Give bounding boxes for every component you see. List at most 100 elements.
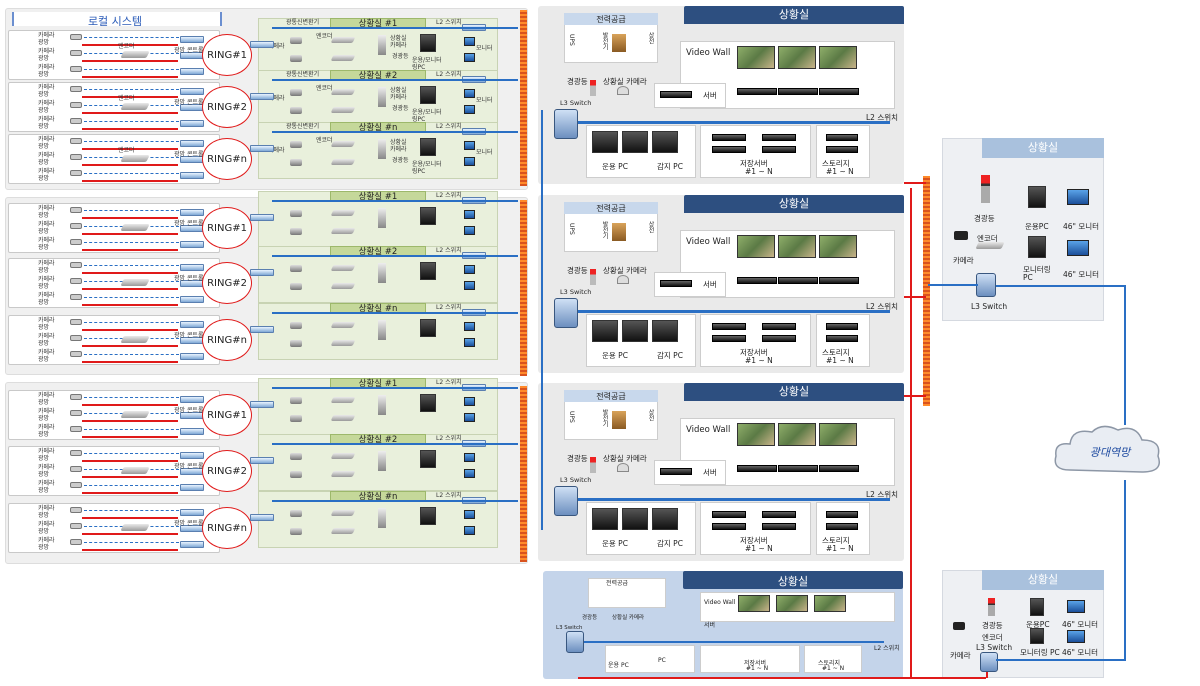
ring-row-camera-label: 카메라	[38, 521, 55, 528]
power-cabinet	[612, 34, 626, 52]
videowall-screen	[778, 235, 816, 258]
cr-dome-camera	[378, 395, 386, 415]
bottom-videowall-label: Video Wall	[704, 599, 736, 606]
storage-unit	[826, 511, 858, 518]
ring-row-light-label: 광망	[38, 71, 50, 78]
camera-icon	[70, 482, 82, 488]
light-link	[82, 148, 178, 150]
ring-row-light-label: 광망	[38, 244, 50, 251]
camera-icon	[70, 466, 82, 472]
optical-switch	[180, 452, 204, 459]
optical-switch	[180, 241, 204, 248]
cr-encoder-label: 엔코더	[316, 33, 333, 40]
cr-encoder	[330, 322, 356, 328]
cr-monitor-label: 모니터	[476, 149, 493, 156]
l2-label: L2 스위치	[866, 113, 899, 122]
cr-encoder	[330, 471, 356, 477]
bottom-storage-server-label: 저장서버	[744, 660, 767, 667]
camera-icon	[70, 523, 82, 529]
fiber-bar-3	[520, 386, 527, 562]
l3-label: L3 Switch	[560, 288, 592, 296]
ring-row-light-label: 광망	[38, 340, 50, 347]
bottom-l3-label: L3 Switch	[556, 625, 583, 631]
ring-row-light-label: 광망	[38, 107, 50, 114]
l3-switch[interactable]	[554, 298, 578, 328]
red-link-mid	[904, 296, 926, 298]
ring-circle: RING#2	[202, 86, 252, 128]
ring-circle: RING#2	[202, 450, 252, 492]
fiber-bar-2	[520, 200, 527, 376]
videowall-screen	[778, 423, 816, 446]
cr-device	[290, 55, 302, 62]
ring-row-camera-label: 카메라	[38, 424, 55, 431]
optical-switch	[180, 484, 204, 491]
cr-device	[290, 141, 302, 148]
camera-link	[84, 510, 179, 511]
ring-row-camera-label: 카메라	[38, 237, 55, 244]
l2-label: L2 스위치	[866, 302, 899, 311]
power-header	[564, 13, 658, 25]
cr-monitor-1	[464, 37, 475, 46]
bottom-l2-label: L2 스위치	[874, 645, 900, 652]
ring-row-camera-label: 카메라	[38, 32, 55, 39]
light-link	[82, 180, 178, 182]
videowall-dvr	[778, 277, 818, 284]
light-link	[82, 76, 178, 78]
bottom-storage-box	[804, 645, 862, 673]
ring-row-light-label: 광망	[38, 528, 50, 535]
right-top-monitor-2	[1067, 240, 1089, 256]
ring-row-camera-label: 카메라	[38, 333, 55, 340]
storage-server-unit	[712, 134, 746, 141]
optical-controller-label: 광망 콘트롤러	[174, 463, 210, 470]
converter-label: 광통신변환기	[286, 19, 320, 26]
local-system-title: 로컬 시스템	[87, 15, 143, 28]
l3-switch[interactable]	[554, 486, 578, 516]
camera-icon	[70, 262, 82, 268]
l3-switch[interactable]	[554, 109, 578, 139]
cr-l2-switch	[250, 269, 274, 276]
storage-label: 스토리지	[822, 536, 850, 545]
light-link	[82, 304, 178, 306]
cr-warning-label: 경광등	[392, 157, 409, 164]
storage-unit	[826, 335, 858, 342]
cr-monitor-label: 모니터	[476, 97, 493, 104]
storage-server-unit	[762, 146, 796, 153]
bottom-videowall-screen-3	[814, 595, 846, 612]
bottom-l3-switch[interactable]	[566, 631, 584, 653]
cr-encoder	[330, 283, 356, 289]
right-top-l3-label: L3 Switch	[971, 302, 1008, 311]
cr-l2-label: L2 스위치	[436, 123, 462, 130]
warning-label: 경광등	[567, 77, 588, 86]
wan-link-top	[1124, 285, 1126, 425]
camera-icon	[70, 394, 82, 400]
cr-backbone	[272, 131, 518, 133]
camera-link	[84, 89, 179, 90]
right-top-l3-switch[interactable]	[976, 273, 996, 297]
ring-circle: RING#2	[202, 262, 252, 304]
cr-monitor-1	[464, 89, 475, 98]
cr-monitor-2	[464, 413, 475, 422]
cr-backbone	[272, 312, 518, 314]
cr-monitor-2	[464, 469, 475, 478]
ring-row-camera-label: 카메라	[38, 292, 55, 299]
generator-label: 발전기	[601, 221, 608, 239]
bottom-control-room-title: 상황실	[777, 575, 809, 588]
cr-dome-camera	[378, 508, 386, 528]
power-in-label: 상전	[647, 32, 654, 44]
workstation-pc	[652, 508, 678, 530]
cr-pc	[420, 450, 436, 468]
ring-row-camera-label: 카메라	[38, 349, 55, 356]
light-link	[82, 476, 178, 478]
ring-row-light-label: 광망	[38, 455, 50, 462]
cr-pc	[420, 319, 436, 337]
ops-pc-label: 운용 PC	[602, 351, 628, 360]
cr-warning-label: 경광등	[392, 105, 409, 112]
cr-encoder	[330, 141, 356, 147]
bottom-storage-range: #1 ~ N	[822, 665, 845, 672]
ring-row-camera-label: 카메라	[38, 116, 55, 123]
right-bottom-l3-switch[interactable]	[980, 652, 998, 672]
cr-warning-label: 경광등	[392, 53, 409, 60]
cr-encoder	[330, 265, 356, 271]
central-control-room-header: 상황실	[684, 6, 904, 24]
camera-icon	[70, 66, 82, 72]
